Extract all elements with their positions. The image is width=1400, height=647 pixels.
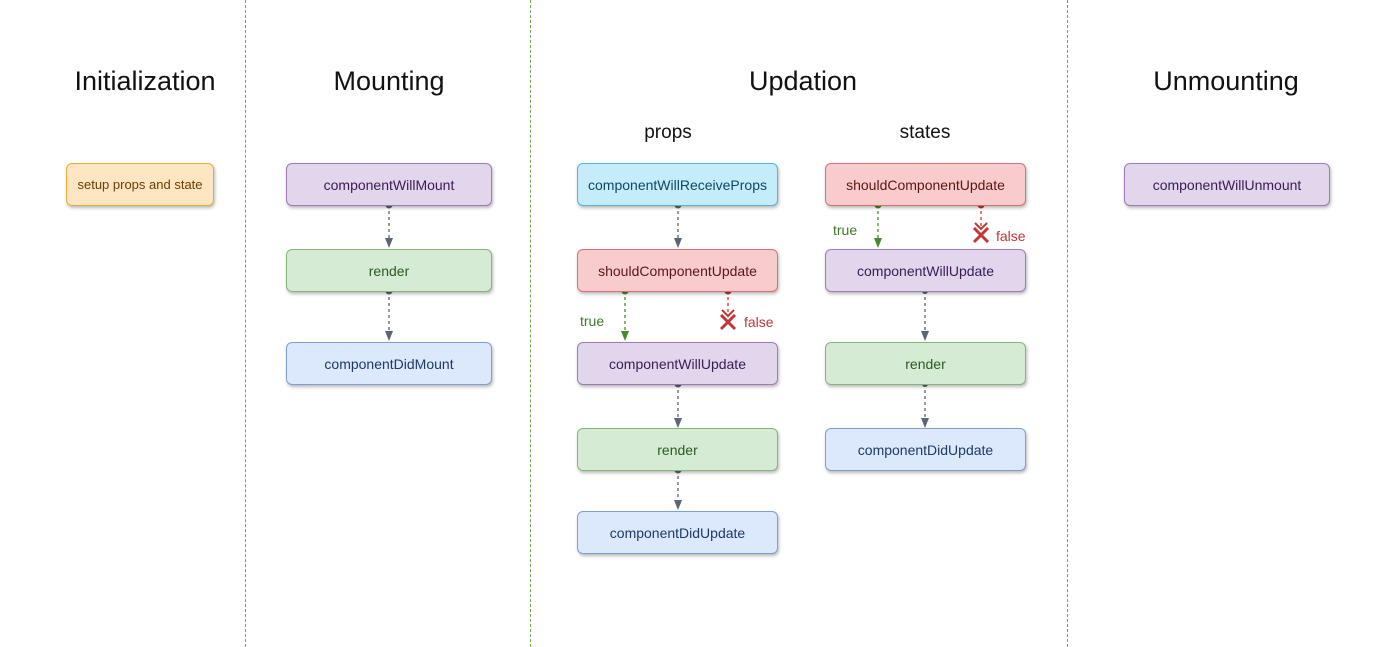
states-render-node: render — [825, 342, 1026, 385]
arrow-states-true — [874, 201, 882, 248]
component-will-unmount-node: componentWillUnmount — [1124, 163, 1330, 206]
heading-initialization: Initialization — [74, 66, 216, 96]
heading-mounting: Mounting — [333, 66, 445, 96]
arrow-props-false — [719, 287, 737, 331]
heading-unmounting: Unmounting — [1153, 66, 1299, 96]
subheading-props: props — [644, 122, 692, 143]
arrow-props-2 — [674, 380, 682, 428]
arrow-states-false — [972, 201, 990, 244]
mount-render-node: render — [286, 249, 492, 292]
component-did-mount-node: componentDidMount — [286, 342, 492, 385]
props-should-component-update-node: shouldComponentUpdate — [577, 249, 778, 292]
arrow-mount-2 — [385, 287, 393, 341]
arrow-props-true — [621, 287, 629, 341]
divider-mounting-updation — [530, 0, 531, 647]
setup-props-state-node: setup props and state — [66, 163, 214, 206]
divider-initialization-mounting — [245, 0, 246, 647]
divider-updation-unmounting — [1067, 0, 1068, 647]
component-will-receive-props-node: componentWillReceiveProps — [577, 163, 778, 206]
props-render-node: render — [577, 428, 778, 471]
props-component-will-update-node: componentWillUpdate — [577, 342, 778, 385]
arrow-props-1 — [674, 201, 682, 248]
arrow-states-2 — [921, 381, 929, 428]
component-will-mount-node: componentWillMount — [286, 163, 492, 206]
states-should-component-update-node: shouldComponentUpdate — [825, 163, 1026, 206]
props-false-label: false — [744, 314, 774, 330]
states-true-label: true — [833, 222, 858, 238]
heading-updation: Updation — [748, 66, 858, 96]
arrow-mount-1 — [385, 201, 393, 248]
states-false-label: false — [996, 228, 1026, 244]
subheading-states: states — [899, 122, 951, 143]
props-component-did-update-node: componentDidUpdate — [577, 511, 778, 554]
arrow-states-1 — [921, 288, 929, 341]
arrow-props-3 — [674, 466, 682, 510]
states-component-did-update-node: componentDidUpdate — [825, 428, 1026, 471]
props-true-label: true — [580, 313, 605, 329]
states-component-will-update-node: componentWillUpdate — [825, 249, 1026, 292]
